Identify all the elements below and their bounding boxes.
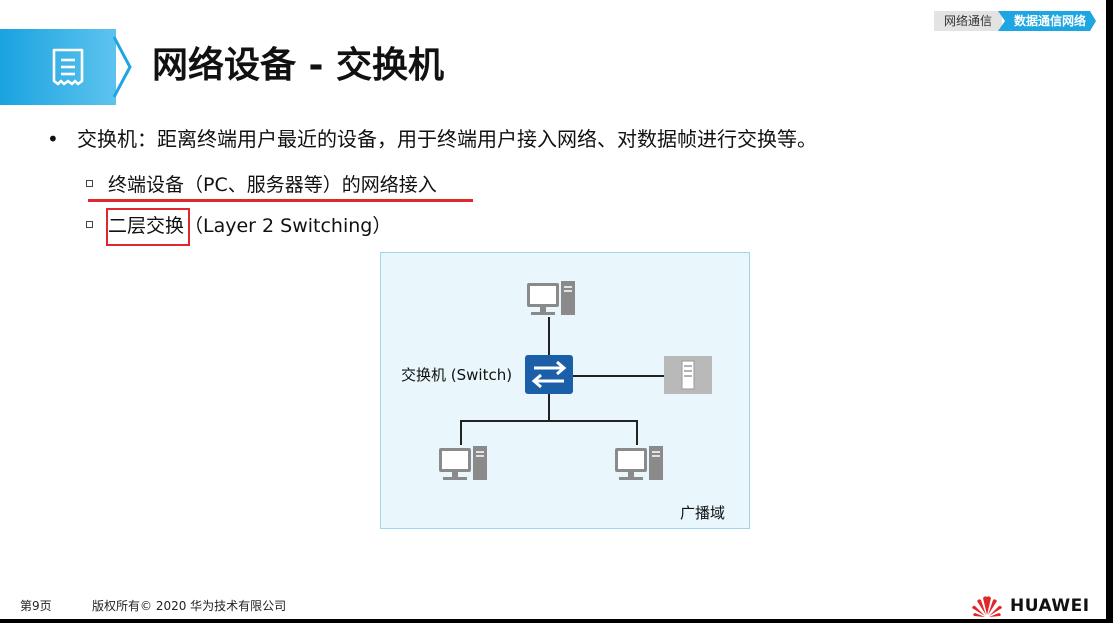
switch-icon [525,355,573,394]
switch-label: 交换机 (Switch) [401,366,513,384]
huawei-wordmark: HUAWEI [1010,596,1090,616]
pc-icon [615,446,663,480]
server-icon [664,356,712,394]
page-number: 第9页 [20,599,52,613]
bullet-main-text: 交换机：距离终端用户最近的设备，用于终端用户接入网络、对数据帧进行交换等。 [77,127,817,151]
square-bullet-icon [86,221,93,228]
breadcrumb: 网络通信 数据通信网络 [933,11,1096,31]
copyright-text: 版权所有© 2020 华为技术有限公司 [92,599,287,613]
page-title: 网络设备 - 交换机 [152,45,445,86]
breadcrumb-item-network-communication[interactable]: 网络通信 [933,11,1002,31]
bullet-main: • 交换机：距离终端用户最近的设备，用于终端用户接入网络、对数据帧进行交换等。 [47,124,817,154]
huawei-flower-icon [972,596,1002,617]
red-underline-annotation [88,199,473,202]
sub-bullet-layer2-switching: 二层交换（Layer 2 Switching） [86,212,391,240]
breadcrumb-item-data-network[interactable]: 数据通信网络 [998,11,1096,31]
pc-icon [527,281,575,315]
header-chevron-icon [112,36,132,98]
document-icon [52,48,84,86]
broadcast-domain-label: 广播域 [680,504,726,522]
topology-svg [439,281,712,480]
sub-bullet-highlight: 二层交换 [108,215,185,237]
red-box-annotation [106,208,190,246]
link-left-pc [460,394,550,445]
bullet-dot: • [47,127,59,151]
huawei-logo: HUAWEI [970,595,1090,617]
sub-bullet-text: 终端设备（PC、服务器等）的网络接入 [108,174,437,196]
pc-icon [439,446,487,480]
header-accent-bar [0,29,116,105]
broadcast-domain-diagram: 交换机 (Switch) 广播域 [380,252,750,529]
square-bullet-icon [86,180,93,187]
sub-bullet-terminal-access: 终端设备（PC、服务器等）的网络接入 [86,171,437,199]
sub-bullet-rest: （Layer 2 Switching） [184,215,392,237]
link-right-pc [549,420,638,445]
